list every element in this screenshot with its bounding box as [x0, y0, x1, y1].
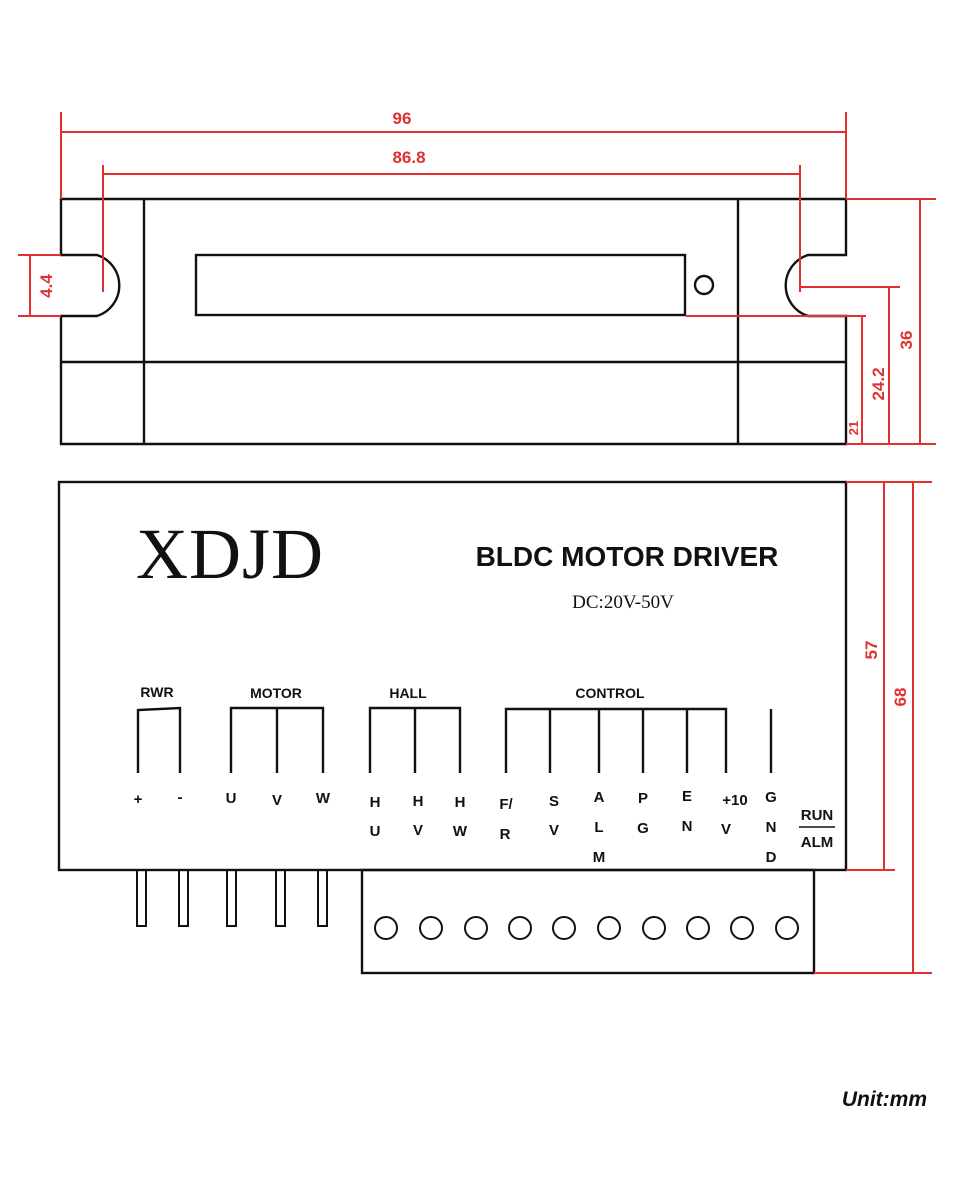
alm-label: ALM — [801, 834, 834, 851]
pin-sv-1: S — [549, 793, 559, 810]
unit-label: Unit:mm — [842, 1088, 927, 1111]
pin-v10-1: +10 — [722, 792, 747, 809]
front-dimensions: 57 68 — [814, 481, 932, 974]
top-view-led — [693, 274, 715, 296]
pin-hv-1: H — [413, 793, 424, 810]
pin-hw-2: W — [453, 823, 468, 840]
brand-logo: XDJD — [136, 514, 324, 594]
pin-sv-2: V — [549, 822, 559, 839]
top-view-window — [194, 253, 687, 317]
bottom-pins — [136, 869, 328, 927]
top-dimensions: 96 86.8 4.4 36 24.2 21 — [18, 109, 936, 445]
pin-fr-1: F/ — [499, 796, 513, 813]
dim-total-length: 96 — [393, 109, 412, 128]
pin-pg-1: P — [638, 790, 648, 807]
pin-v: V — [272, 792, 282, 809]
pin-en-1: E — [682, 788, 692, 805]
pin-alm-1: A — [594, 789, 605, 806]
voltage-label: DC:20V-50V — [572, 592, 674, 613]
pin-w: W — [316, 790, 331, 807]
pin-pg-2: G — [637, 820, 649, 837]
group-hall: HALL — [389, 685, 427, 701]
pin-v10-2: V — [721, 821, 731, 838]
pin-alm-3: M — [593, 849, 606, 866]
run-label: RUN — [801, 807, 834, 824]
pin-hu-2: U — [370, 823, 381, 840]
pin-fr-2: R — [500, 826, 511, 843]
pin-hu-1: H — [370, 794, 381, 811]
pin-minus: - — [178, 789, 183, 806]
pin-hv-2: V — [413, 822, 423, 839]
terminal-screws — [374, 916, 799, 940]
dim-base-height: 21 — [846, 421, 861, 435]
group-motor: MOTOR — [250, 685, 302, 701]
dim-total-height: 36 — [897, 331, 916, 350]
pin-u: U — [226, 790, 237, 807]
dim-hole-slot: 4.4 — [37, 274, 56, 298]
top-view — [59, 197, 848, 446]
group-control: CONTROL — [575, 685, 645, 701]
terminal-block — [360, 868, 816, 975]
dim-hole-height: 24.2 — [869, 367, 888, 400]
pin-hw-1: H — [455, 794, 466, 811]
front-view: XDJD BLDC MOTOR DRIVER DC:20V-50V RWR MO… — [57, 480, 848, 975]
top-view-outline — [59, 197, 848, 446]
pin-gnd-3: D — [766, 849, 777, 866]
dim-hole-spacing: 86.8 — [392, 148, 425, 167]
group-rwr: RWR — [140, 684, 173, 700]
pin-alm-2: L — [594, 819, 603, 836]
pin-plus: + — [134, 791, 143, 808]
pin-gnd-1: G — [765, 789, 777, 806]
pin-en-2: N — [682, 818, 693, 835]
pin-gnd-2: N — [766, 819, 777, 836]
pin-brackets — [136, 706, 773, 773]
product-title: BLDC MOTOR DRIVER — [476, 541, 779, 572]
dim-front-68: 68 — [891, 688, 910, 707]
dim-front-57: 57 — [862, 641, 881, 660]
